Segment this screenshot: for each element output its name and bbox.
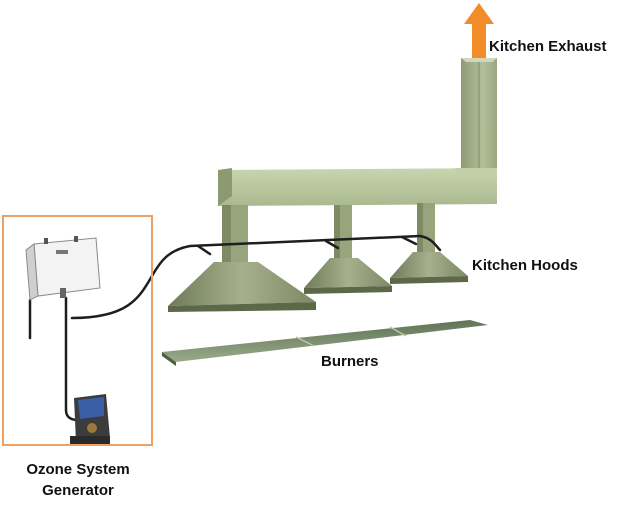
kitchen-exhaust-label: Kitchen Exhaust: [489, 38, 607, 55]
ozone-system-highlight-box: [2, 215, 153, 446]
ozone-generator-device: [70, 394, 110, 444]
kitchen-hood-3: [390, 252, 468, 284]
ozone-system-generator-label: Ozone System Generator: [0, 459, 156, 501]
exhaust-stack: [461, 58, 497, 204]
burners-label: Burners: [321, 353, 379, 370]
kitchen-hood-2: [304, 258, 392, 294]
hood-risers: [222, 203, 435, 265]
kitchen-hoods-label: Kitchen Hoods: [472, 257, 578, 274]
burners-plate: [162, 320, 488, 366]
ozone-label-line-1: Ozone System: [26, 461, 130, 478]
kitchen-hood-1: [168, 262, 316, 312]
ozone-generator-unit: [25, 236, 101, 301]
horizontal-duct: [218, 168, 497, 206]
ozone-label-line-2: Generator: [42, 482, 114, 499]
